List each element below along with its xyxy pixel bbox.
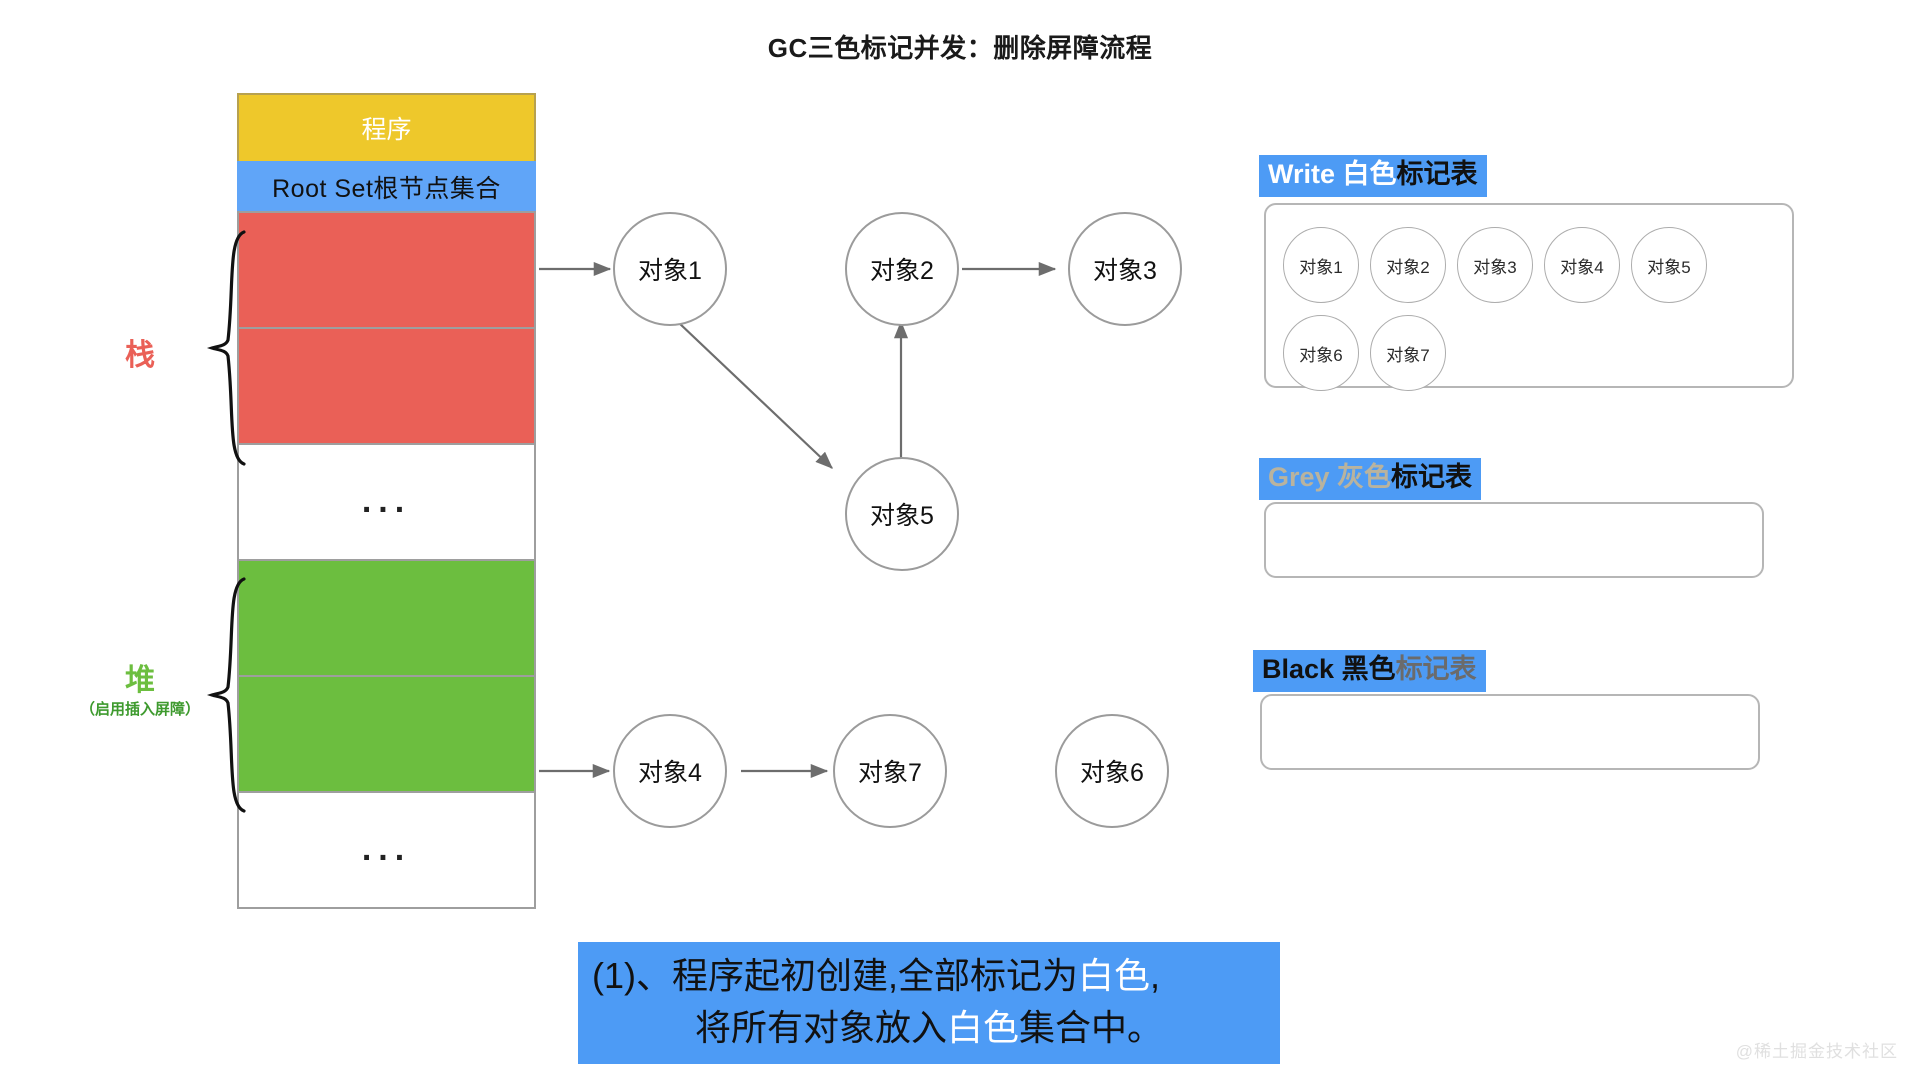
mark-table-white-header: Write 白色标记表 [1259,155,1487,197]
memory-cell-stack-2 [237,327,536,445]
mark-table-white-items: 对象1 对象2 对象3 对象4 对象5 对象6 对象7 [1283,227,1753,391]
mark-chip[interactable]: 对象4 [1544,227,1620,303]
stack-label: 栈 [125,339,155,372]
node-label: 对象5 [870,502,934,530]
mark-head-color-word: 白色 [1342,159,1397,189]
caption-line1-a: (1)、程序起初创建,全部标记为 [592,955,1079,996]
mark-chip[interactable]: 对象7 [1370,315,1446,391]
mark-table-white: Write 白色标记表 对象1 对象2 对象3 对象4 对象5 对象6 对象7 [1259,155,1794,405]
mark-chip[interactable]: 对象5 [1631,227,1707,303]
edge-obj1-obj5 [658,303,833,469]
heap-brace-icon [206,575,248,815]
memory-cell-heap-ellipsis: ... [237,791,536,909]
caption-line1-highlight: 白色 [1078,955,1151,996]
memory-cell-heap-2 [237,675,536,793]
mark-head-suffix: 标记表 [1391,462,1473,492]
mark-head-en: Grey [1268,462,1338,492]
graph-node-obj4[interactable]: 对象4 [613,714,727,828]
mark-table-grey-header: Grey 灰色标记表 [1259,458,1482,500]
mark-chip[interactable]: 对象6 [1283,315,1359,391]
graph-node-obj1[interactable]: 对象1 [613,212,727,326]
mark-head-color-word: 灰色 [1337,462,1392,492]
mark-table-black: Black 黑色标记表 [1253,650,1773,780]
memory-cell-rootset: Root Set根节点集合 [237,161,536,213]
mark-table-grey-box [1264,502,1764,578]
heap-label: 堆 [125,664,155,697]
mark-head-suffix: 标记表 [1395,654,1477,684]
mark-table-black-box [1260,694,1760,770]
mark-chip[interactable]: 对象2 [1370,227,1446,303]
mark-table-black-header: Black 黑色标记表 [1253,650,1486,692]
rootset-label: Root Set根节点集合 [272,175,501,203]
page-title: GC三色标记并发：删除屏障流程 [767,33,1153,63]
mark-chip[interactable]: 对象3 [1457,227,1533,303]
mark-head-en: Black [1262,654,1342,684]
node-label: 对象4 [638,759,702,787]
node-label: 对象7 [858,759,922,787]
caption-line2-a: 将所有对象放入 [694,1007,947,1049]
memory-cell-program: 程序 [237,93,536,163]
graph-node-obj5[interactable]: 对象5 [845,457,959,571]
stack-brace-icon [206,228,248,468]
mark-head-en: Write [1268,159,1343,189]
mark-chip[interactable]: 对象1 [1283,227,1359,303]
caption-line1-b: , [1150,955,1161,996]
mark-head-suffix: 标记表 [1396,159,1478,189]
caption-line-2: 将所有对象放入白色集合中。 [588,1002,1270,1054]
graph-node-obj6[interactable]: 对象6 [1055,714,1169,828]
ellipsis-label: ... [361,830,412,869]
mark-table-grey: Grey 灰色标记表 [1259,458,1779,588]
ellipsis-label: ... [361,482,412,521]
caption-line-1: (1)、程序起初创建,全部标记为白色, [588,950,1270,1002]
mark-head-color-word: 黑色 [1341,654,1396,684]
node-label: 对象6 [1080,759,1144,787]
memory-cell-stack-1 [237,211,536,329]
memory-cell-heap-1 [237,559,536,677]
node-label: 对象3 [1093,257,1157,285]
graph-node-obj3[interactable]: 对象3 [1068,212,1182,326]
node-label: 对象1 [638,257,702,285]
node-label: 对象2 [870,257,934,285]
program-label: 程序 [361,116,412,144]
graph-node-obj7[interactable]: 对象7 [833,714,947,828]
caption-line2-b: 集合中。 [1019,1007,1164,1049]
memory-column: 程序 Root Set根节点集合 ... ... [237,93,536,909]
caption-line2-highlight: 白色 [946,1007,1019,1049]
graph-node-obj2[interactable]: 对象2 [845,212,959,326]
watermark: @稀土掘金技术社区 [1735,1042,1898,1061]
heap-sublabel: （启用插入屏障） [79,701,200,718]
caption-banner: (1)、程序起初创建,全部标记为白色, 将所有对象放入白色集合中。 [578,942,1280,1065]
memory-cell-stack-ellipsis: ... [237,443,536,561]
